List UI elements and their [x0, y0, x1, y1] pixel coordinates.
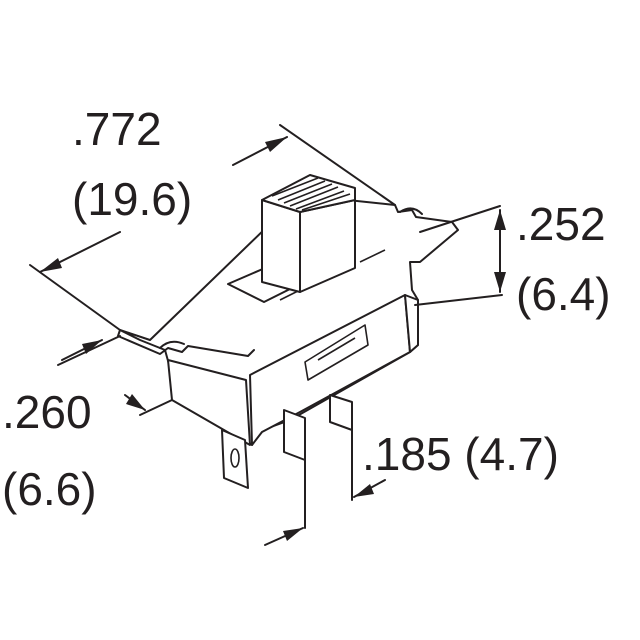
pitch-arrow-left: [283, 528, 303, 541]
length-inch-label: .772: [72, 103, 162, 155]
end-bracket: [404, 294, 419, 353]
width-arrow-bottom: [126, 394, 145, 410]
housing-front: [167, 359, 251, 446]
plate-edge: [117, 329, 255, 357]
height-extension-bottom: [414, 294, 503, 306]
height-mm-label: (6.4): [516, 268, 611, 320]
width-inch-label: .260: [2, 386, 92, 438]
length-extension-right: [279, 124, 396, 206]
terminal-right: [329, 394, 353, 431]
width-arrow-top: [82, 340, 102, 354]
terminal-left: [221, 429, 249, 489]
height-arrow-top: [494, 210, 506, 230]
slot-detail: [317, 337, 356, 361]
terminal-middle: [283, 409, 306, 461]
actuator-ridges: [271, 177, 351, 211]
height-dimension: [414, 205, 506, 306]
length-arrow-right: [265, 137, 287, 152]
width-mm-label: (6.6): [2, 463, 97, 515]
height-inch-label: .252: [516, 198, 606, 250]
height-arrow-bottom: [494, 272, 506, 292]
plate-notch-right: [399, 207, 423, 215]
side-slot: [304, 324, 369, 381]
terminal-left-hole: [230, 448, 240, 468]
pitch-dimension: [264, 427, 386, 546]
length-arrow-left: [40, 258, 62, 272]
plate-notch-left: [159, 340, 185, 349]
width-dimension: [57, 335, 173, 416]
width-extension-bottom: [139, 399, 173, 416]
length-dimension: [29, 124, 396, 331]
length-mm-label: (19.6): [72, 173, 192, 225]
height-extension-top: [419, 205, 501, 233]
actuator-front: [261, 199, 301, 293]
length-extension-left: [29, 264, 121, 331]
switch-body: [117, 174, 459, 489]
pitch-label: .185 (4.7): [362, 428, 559, 480]
pitch-arrow-right: [354, 484, 374, 497]
